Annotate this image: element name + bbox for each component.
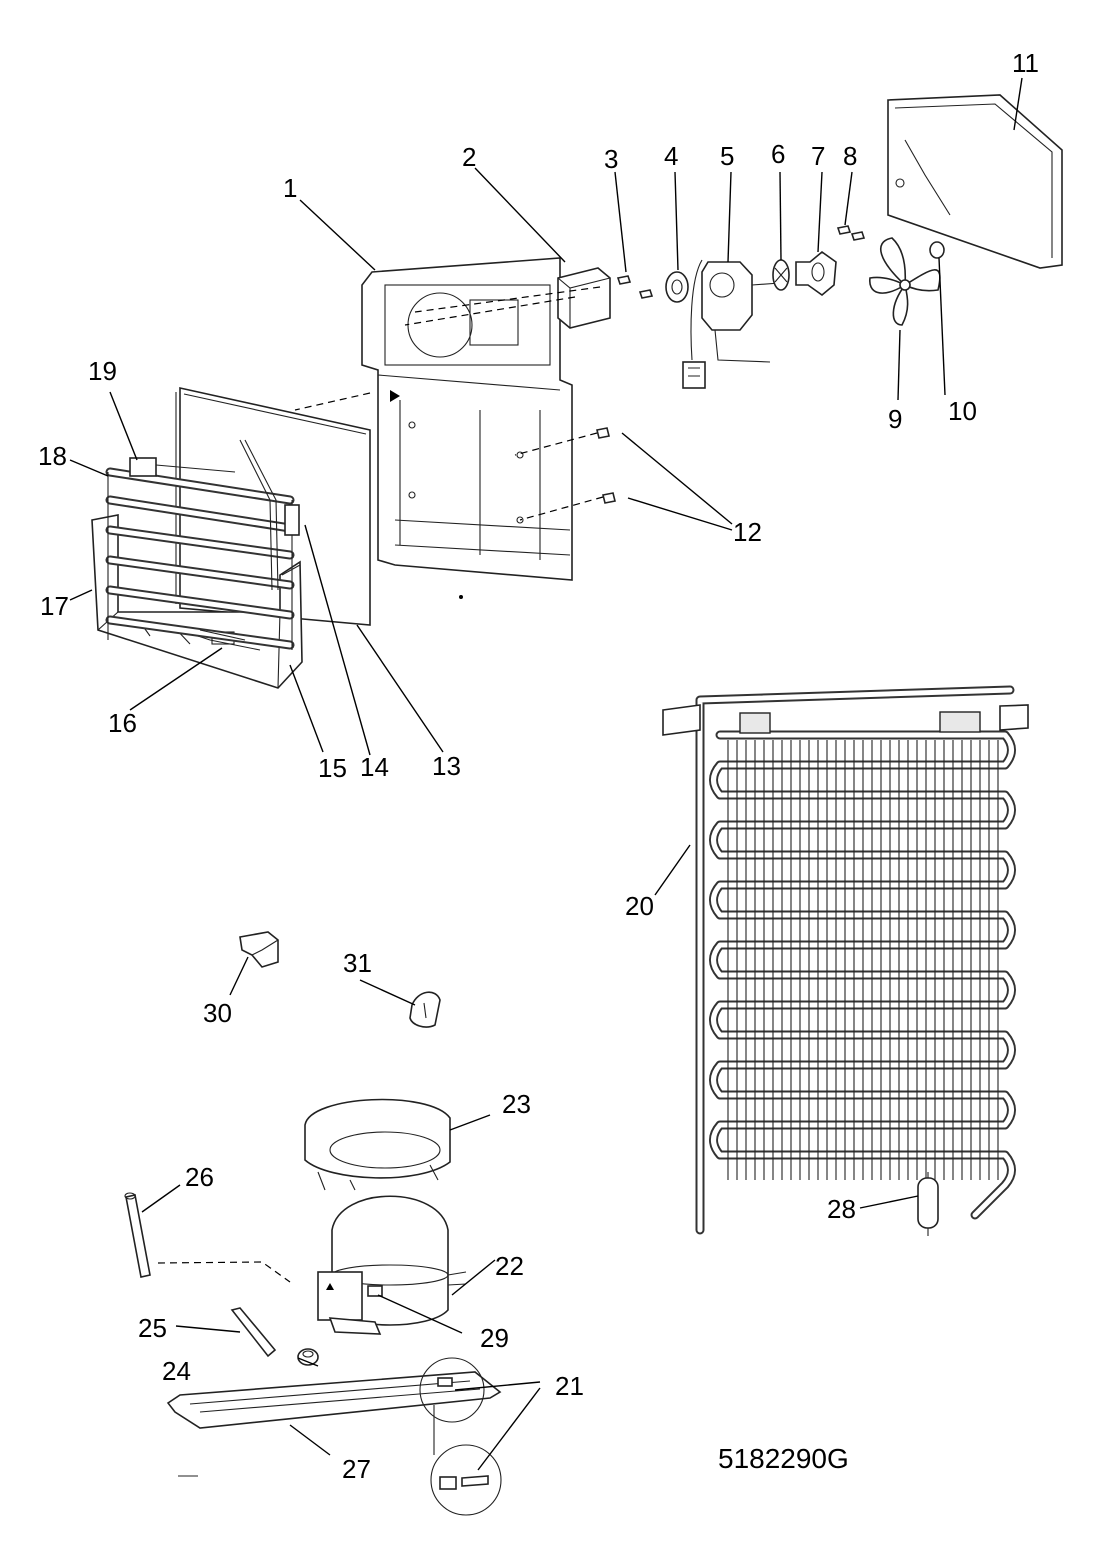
part-6-bushing <box>772 259 790 291</box>
part-18-evaporator-coil <box>105 439 295 650</box>
part-7-bracket <box>795 250 837 297</box>
callout-3: 3 <box>604 144 618 174</box>
part-24-grommet <box>297 1348 319 1366</box>
callout-27: 27 <box>342 1454 371 1484</box>
part-19-defrost-heater <box>129 457 236 477</box>
callout-6: 6 <box>771 139 785 169</box>
part-23-cover-ring <box>304 1098 451 1191</box>
callout-30: 30 <box>203 998 232 1028</box>
callout-18: 18 <box>38 441 67 471</box>
callout-26: 26 <box>185 1162 214 1192</box>
part-5-fan-motor <box>682 259 781 389</box>
callout-28: 28 <box>827 1194 856 1224</box>
callout-9: 9 <box>888 404 902 434</box>
assembly-dash-lines <box>157 286 604 1283</box>
part-30-cap <box>239 931 279 968</box>
part-2-block <box>557 267 611 329</box>
part-12-screws <box>596 427 616 504</box>
part-27-base-plate <box>166 1371 502 1429</box>
callout-10: 10 <box>948 396 977 426</box>
part-11-cover-panel <box>887 94 1063 269</box>
part-26-tube <box>124 1192 151 1278</box>
part-14-sensor <box>284 504 300 536</box>
callout-12: 12 <box>733 517 762 547</box>
callout-11: 11 <box>1012 48 1039 78</box>
part-3-screws <box>616 275 654 299</box>
part-13-insulation-sheet <box>175 387 371 626</box>
callout-4: 4 <box>664 141 678 171</box>
callout-21: 21 <box>555 1371 584 1401</box>
part-9-fan-blade <box>869 237 941 326</box>
part-31-clip <box>409 991 441 1028</box>
part-1-back-panel <box>361 257 573 599</box>
part-8-screws <box>836 225 866 241</box>
callout-31: 31 <box>343 948 372 978</box>
part-28-filter-drier <box>917 1172 939 1236</box>
callout-23: 23 <box>502 1089 531 1119</box>
part-20-condenser <box>662 685 1029 1235</box>
callout-16: 16 <box>108 708 137 738</box>
part-4-grommet <box>665 271 689 303</box>
callout-1: 1 <box>283 173 297 203</box>
drawing-code: 5182290G <box>718 1443 849 1474</box>
part-22-compressor <box>317 1195 467 1335</box>
part-16-drain-pan <box>199 629 246 641</box>
callout-13: 13 <box>432 751 461 781</box>
callout-17: 17 <box>40 591 69 621</box>
part-25-strap <box>230 1307 277 1358</box>
callout-19: 19 <box>88 356 117 386</box>
leader-lines <box>69 77 1023 1471</box>
callout-25: 25 <box>138 1313 167 1343</box>
callout-24: 24 <box>162 1356 191 1386</box>
part-21-fitting <box>419 1357 502 1516</box>
part-15-side-cover <box>281 564 301 576</box>
callout-15: 15 <box>318 753 347 783</box>
callout-7: 7 <box>811 141 825 171</box>
callout-22: 22 <box>495 1251 524 1281</box>
callout-8: 8 <box>843 141 857 171</box>
callout-20: 20 <box>625 891 654 921</box>
callout-5: 5 <box>720 141 734 171</box>
part-10-clip <box>929 241 945 259</box>
callout-29: 29 <box>480 1323 509 1353</box>
part-29-terminal <box>367 1285 383 1297</box>
callout-2: 2 <box>462 142 476 172</box>
callout-14: 14 <box>360 752 389 782</box>
callout-labels: 1 2 3 4 5 6 7 8 9 10 11 12 13 14 15 16 1… <box>38 48 1039 1484</box>
